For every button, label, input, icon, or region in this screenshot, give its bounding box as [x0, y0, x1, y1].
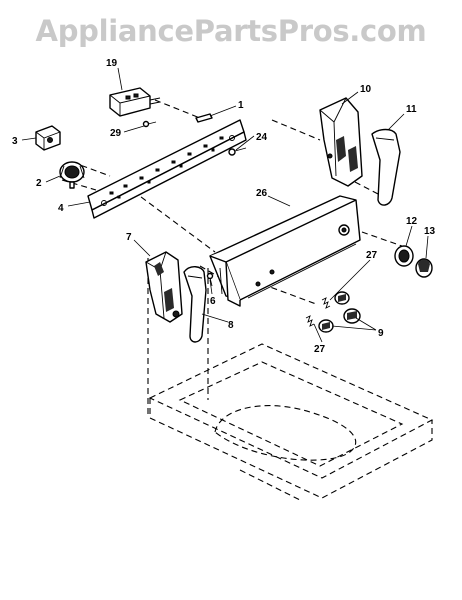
part-7-end-cap: [145, 251, 183, 323]
callout-2: 2: [36, 178, 42, 189]
callout-1: 1: [238, 100, 244, 111]
part-11-trim: [371, 128, 401, 206]
leader-lines: [21, 67, 429, 343]
part-26-console: [209, 195, 361, 307]
washer-top-outline: [148, 343, 434, 501]
callout-6: 6: [210, 296, 216, 307]
screw-parts: [142, 113, 247, 156]
part-8-trim: [183, 266, 207, 343]
callout-8: 8: [228, 320, 234, 331]
callout-4: 4: [58, 203, 64, 214]
callout-24: 24: [256, 132, 268, 143]
control-panel-strip: [87, 119, 247, 219]
callout-27-upper: 27: [366, 250, 378, 261]
callout-29: 29: [110, 128, 122, 139]
callout-labels: 19 1 29 24 3 2 4 10 11 26 12 13 7 27 6 8…: [12, 58, 436, 355]
part-27-springs: [305, 297, 331, 327]
part-3-switch: [35, 125, 61, 151]
part-10-end-cap: [319, 97, 363, 187]
callout-10: 10: [360, 84, 372, 95]
part-6-screw: [206, 272, 214, 287]
part-12-bezel: [394, 245, 414, 267]
part-19-switch: [109, 87, 161, 117]
callout-3: 3: [12, 136, 18, 147]
callout-9: 9: [378, 328, 384, 339]
part-2-timer: [59, 161, 85, 189]
callout-12: 12: [406, 216, 418, 227]
part-9-knobs: [318, 291, 361, 333]
callout-27-lower: 27: [314, 344, 326, 355]
part-13-knob: [415, 258, 433, 278]
callout-11: 11: [406, 104, 417, 115]
callout-13: 13: [424, 226, 436, 237]
watermark: AppliancePartsPros.com: [35, 14, 427, 48]
callout-19: 19: [106, 58, 118, 69]
callout-26: 26: [256, 188, 268, 199]
callout-7: 7: [126, 232, 132, 243]
